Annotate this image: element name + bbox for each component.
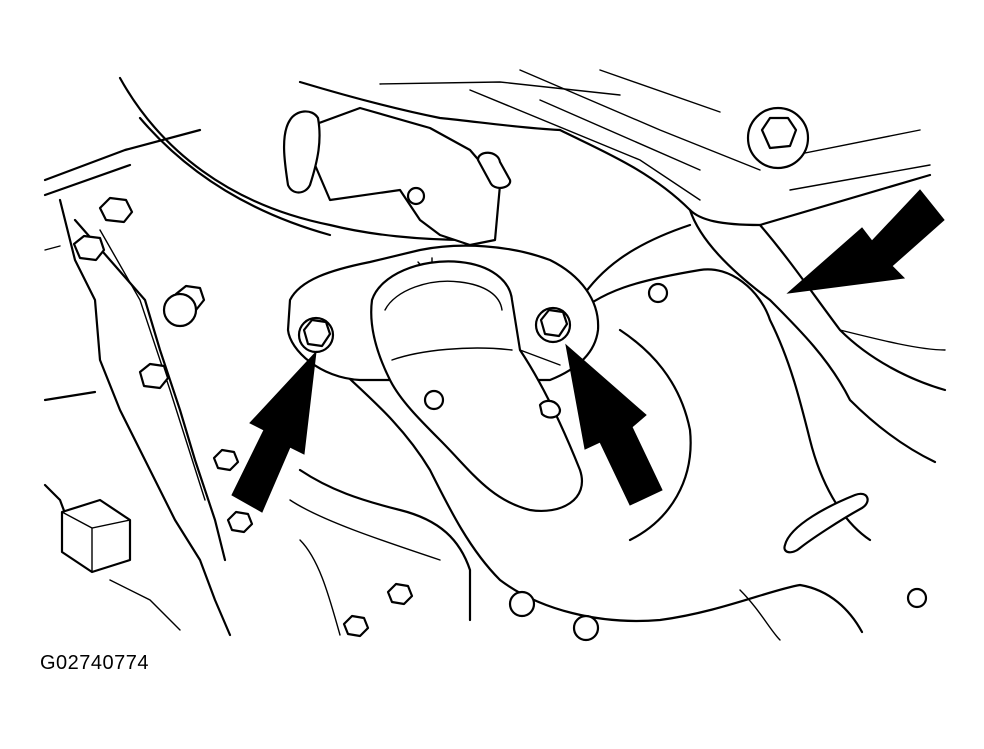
figure-id-label: G02740774 (40, 652, 150, 674)
callout-arrow-right-nut (565, 343, 663, 506)
bellhousing-outline (118, 69, 761, 242)
fasteners (72, 196, 600, 642)
flange-nut-right (534, 306, 572, 344)
callout-arrow-heat-shield (786, 189, 945, 294)
callout-arrows (231, 189, 945, 513)
transmission-housing (43, 128, 232, 637)
heat-shield-panel (558, 106, 947, 609)
flange-nut-left (297, 316, 335, 354)
exhaust-pipe (370, 260, 583, 513)
pipe-heat-shield (289, 328, 864, 641)
callout-arrow-left-nut (231, 350, 317, 513)
support-bracket (282, 106, 512, 247)
